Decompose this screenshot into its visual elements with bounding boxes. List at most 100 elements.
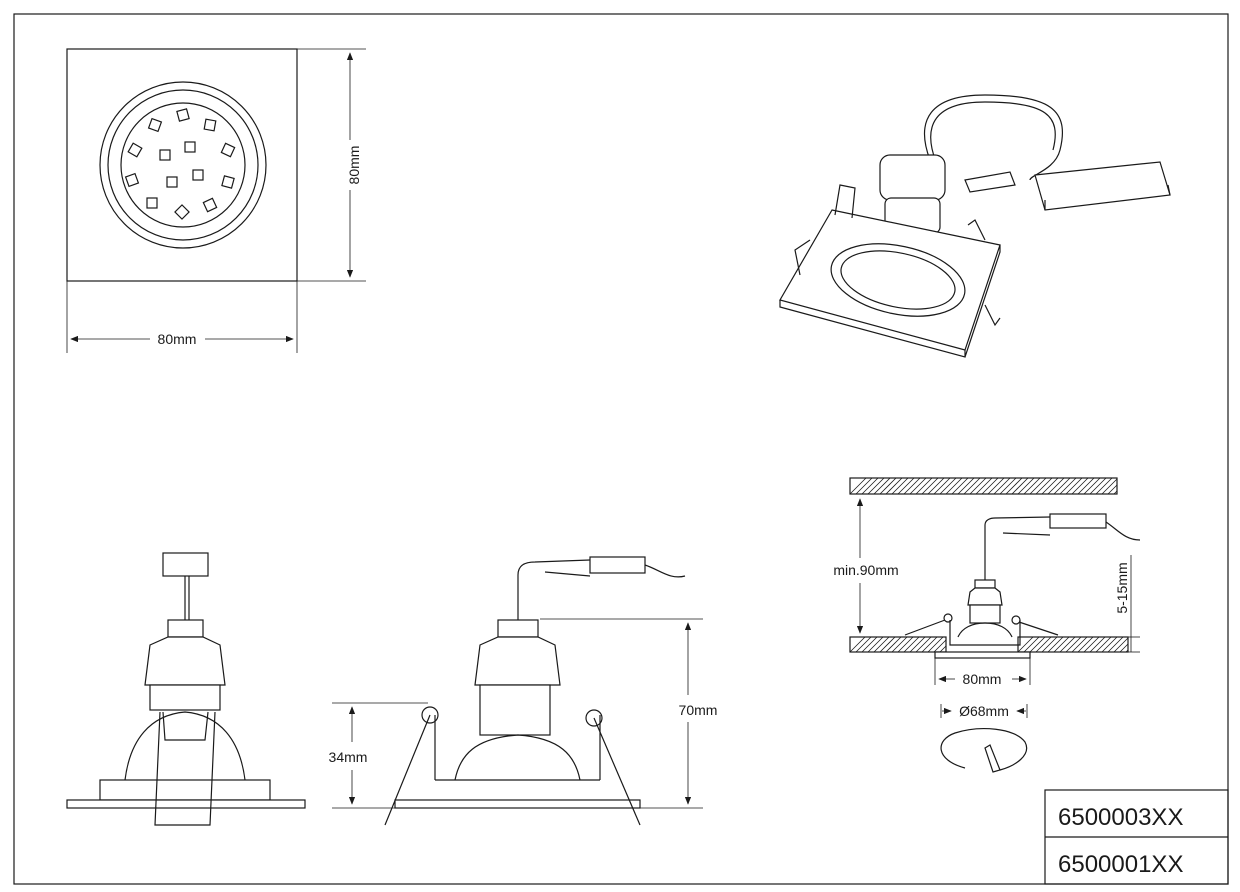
upper-ceiling (849, 477, 1118, 495)
hatch-line (897, 636, 914, 653)
hatch-line (915, 636, 932, 653)
saw-icon (984, 744, 1001, 773)
hatch-line (1083, 477, 1101, 495)
hatch-line (921, 636, 938, 653)
hatch-line (873, 636, 890, 653)
hatch-line (1041, 636, 1058, 653)
hatch-line (1029, 636, 1046, 653)
led-panel (120, 102, 246, 228)
hatch-line (855, 636, 872, 653)
hatch-line (1035, 636, 1052, 653)
hatch-line (915, 477, 933, 495)
hatch-line (1077, 636, 1094, 653)
hatch-line (975, 477, 993, 495)
hatch-line (1119, 643, 1129, 653)
hatch-line (1107, 636, 1124, 653)
hatch-line (1065, 636, 1082, 653)
hatch-line (957, 477, 975, 495)
title-block: 6500003XX 6500001XX (1044, 789, 1229, 885)
led-chip (184, 141, 196, 153)
led-chip (192, 169, 204, 181)
product-code-2: 6500001XX (1058, 851, 1183, 878)
hatch-line (1047, 636, 1064, 653)
hatch-line (867, 477, 885, 495)
hatch-line (1071, 636, 1088, 653)
hatch-line (933, 477, 951, 495)
led-chip (220, 142, 236, 158)
hatch-line (909, 477, 927, 495)
clearance-dimension: min.90mm (833, 562, 898, 578)
height-70-dimension: 70mm (679, 702, 718, 718)
hatch-line (903, 636, 920, 653)
perspective-view (779, 94, 1171, 358)
side-view: 34mm 70mm (329, 556, 718, 826)
hatch-line (861, 477, 879, 495)
hatch-line (1077, 477, 1095, 495)
hatch-line (1059, 636, 1076, 653)
frame-width-dimension: 80mm (963, 671, 1002, 687)
height-dimension: 80mm (346, 146, 362, 185)
hatch-line (1053, 636, 1070, 653)
hatch-line (885, 636, 902, 653)
hatch-line (1053, 477, 1071, 495)
cutout-dimension: Ø68mm (959, 703, 1009, 719)
hatch-line (1011, 477, 1029, 495)
hatch-line (1023, 636, 1040, 653)
hatch-line (1047, 477, 1065, 495)
height-34-dimension: 34mm (329, 749, 368, 765)
hatch-line (909, 636, 926, 653)
led-chip (203, 118, 217, 132)
hatch-line (1101, 478, 1118, 495)
hatch-line (1029, 477, 1047, 495)
width-dimension: 80mm (158, 331, 197, 347)
spring-clip (154, 711, 216, 826)
hatch-line (1035, 477, 1053, 495)
driver-box (1049, 513, 1107, 529)
hatch-line (1107, 484, 1118, 495)
hatch-line (1005, 477, 1023, 495)
hatch-line (855, 477, 873, 495)
hatch-line (891, 636, 908, 653)
led-chip (166, 176, 178, 188)
hatch-line (999, 477, 1017, 495)
product-code-1: 6500003XX (1058, 804, 1183, 831)
hatch-line (849, 636, 866, 653)
led-chip (202, 197, 218, 213)
hatch-line (1017, 477, 1035, 495)
led-chip (176, 108, 190, 122)
hatch-line (1059, 477, 1077, 495)
hatch-line (981, 477, 999, 495)
hatch-line (1101, 636, 1118, 653)
hatch-line (861, 636, 878, 653)
hatch-line (1089, 636, 1106, 653)
hatch-line (1065, 477, 1083, 495)
hatch-line (1041, 477, 1059, 495)
driver-box (589, 556, 646, 574)
hatch-line (1089, 477, 1107, 495)
led-chip (146, 197, 158, 209)
square-frame (779, 209, 1001, 351)
ceiling-thickness-dimension: 5-15mm (1114, 562, 1130, 613)
cutout-circle (940, 728, 1028, 771)
hatch-line (945, 477, 963, 495)
hatch-line (1071, 477, 1089, 495)
hatch-line (897, 477, 915, 495)
installation-diagram: min.90mm 5-15mm 80mm Ø68mm (833, 477, 1141, 773)
hatch-line (903, 477, 921, 495)
hatch-line (1023, 477, 1041, 495)
hatch-line (939, 477, 957, 495)
hatch-line (885, 477, 903, 495)
hatch-line (1095, 477, 1113, 495)
driver-box (1034, 161, 1171, 211)
hatch-line (993, 477, 1011, 495)
hatch-line (969, 477, 987, 495)
socket (879, 154, 946, 201)
led-array (124, 108, 236, 220)
hatch-line (1083, 636, 1100, 653)
hatch-line (867, 636, 884, 653)
led-chip (221, 175, 235, 189)
top-view: 80mm 80mm (66, 48, 366, 353)
front-view (66, 552, 306, 826)
hatch-line (873, 477, 891, 495)
hatch-line (849, 477, 867, 495)
